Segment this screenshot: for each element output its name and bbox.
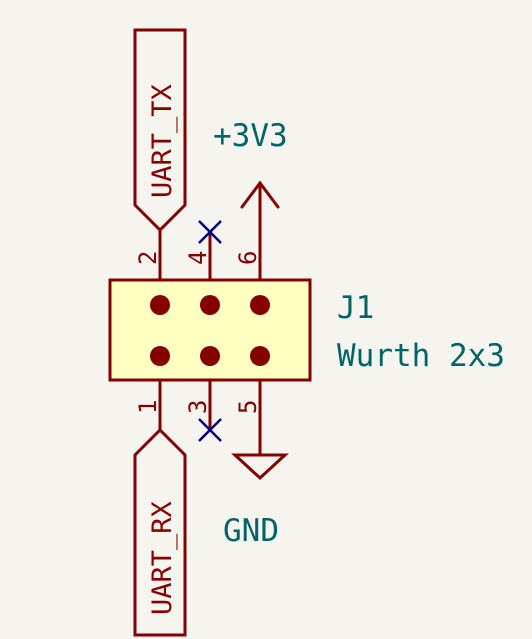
- pin-number-2: 2: [134, 251, 162, 265]
- pin-number-1: 1: [134, 400, 162, 414]
- component-reference: J1: [337, 290, 374, 326]
- uart-tx-text: UART_TX: [147, 84, 178, 198]
- uart-rx-label[interactable]: UART_RX: [133, 427, 187, 637]
- pin-dot-5: [250, 346, 270, 366]
- uart-tx-label[interactable]: UART_TX: [133, 28, 187, 233]
- uart-rx-text: UART_RX: [147, 501, 178, 615]
- pin-dot-1: [150, 346, 170, 366]
- pin-dot-2: [150, 295, 170, 315]
- pin-number-3: 3: [184, 400, 212, 414]
- power-arrow-icon[interactable]: [240, 180, 280, 209]
- pin-dot-3: [200, 346, 220, 366]
- ground-label: GND: [223, 513, 279, 549]
- component-value: Wurth 2x3: [337, 338, 505, 374]
- pin-number-4: 4: [184, 251, 212, 265]
- no-connect-pin4-icon: [198, 220, 222, 244]
- no-connect-pin3-icon: [198, 418, 222, 442]
- ground-icon[interactable]: [231, 453, 289, 481]
- connector-j1[interactable]: [108, 278, 312, 382]
- power-label: +3V3: [213, 118, 288, 154]
- pin-dot-4: [200, 295, 220, 315]
- pin-number-6: 6: [234, 251, 262, 265]
- pin-number-5: 5: [234, 400, 262, 414]
- pin-dot-6: [250, 295, 270, 315]
